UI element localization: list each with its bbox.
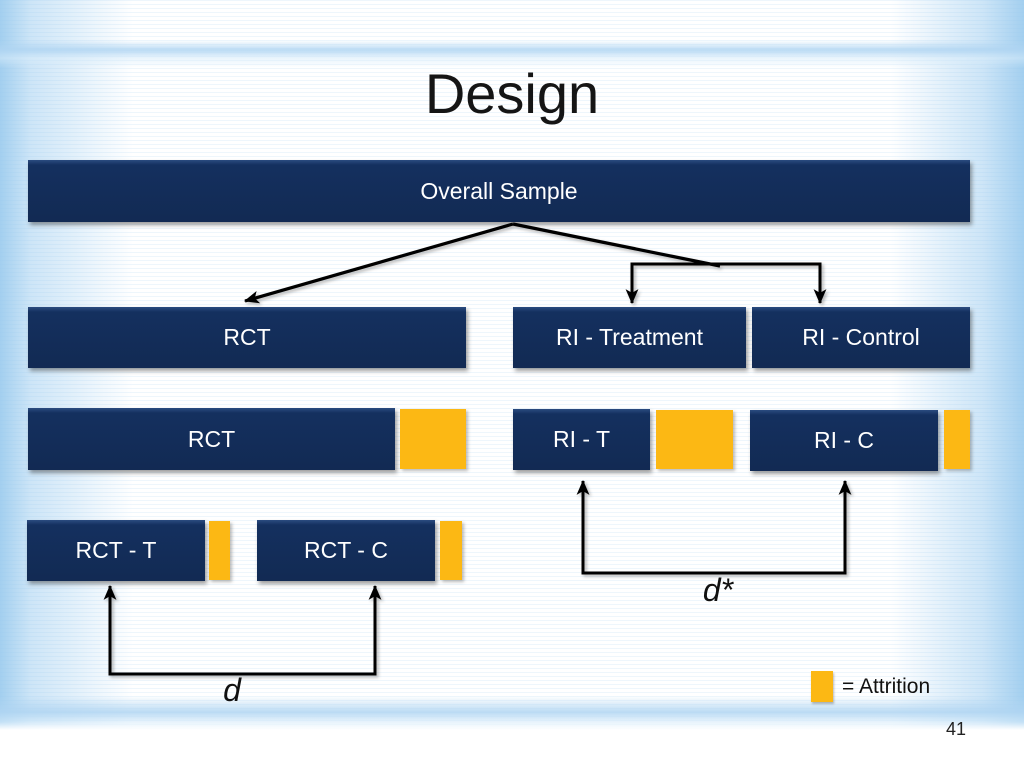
box-ri-c: RI - C — [750, 410, 938, 471]
legend-label: = Attrition — [842, 674, 931, 698]
box-ri-control: RI - Control — [752, 307, 970, 368]
attrition-block-rct — [400, 409, 466, 469]
arrow-overall-to-rct — [243, 222, 514, 304]
box-rct-t-label: RCT - T — [75, 537, 157, 563]
connector-overall-to-ri — [512, 222, 721, 268]
box-ri-treatment-label: RI - Treatment — [556, 324, 703, 350]
box-ri-c-label: RI - C — [813, 427, 875, 453]
arrow-bracket-ri — [625, 262, 827, 305]
label-d: d — [223, 672, 241, 708]
attrition-swatch — [811, 671, 833, 702]
box-ri-treatment: RI - Treatment — [513, 307, 746, 368]
page-number: 41 — [945, 719, 967, 739]
attrition-block-rct-t — [209, 521, 230, 580]
label-d-star: d* — [702, 572, 734, 608]
slide-title: Design — [424, 62, 600, 125]
box-rct-label: RCT — [223, 324, 271, 350]
box-rct-t: RCT - T — [27, 520, 205, 581]
attrition-block-ri-t — [656, 410, 733, 469]
box-rct: RCT — [28, 307, 466, 368]
box-rct-c: RCT - C — [257, 520, 435, 581]
box-overall-sample: Overall Sample — [28, 160, 970, 222]
box-ri-t-label: RI - T — [552, 426, 611, 452]
attrition-block-ri-c — [944, 410, 970, 469]
arrow-bracket-d — [103, 584, 382, 676]
box-overall-sample-label: Overall Sample — [420, 177, 578, 204]
box-rct-attrited: RCT — [28, 408, 395, 470]
box-rct-c-label: RCT - C — [304, 537, 388, 563]
box-ri-control-label: RI - Control — [802, 324, 920, 350]
legend: = Attrition — [811, 671, 930, 702]
attrition-block-rct-c — [440, 521, 462, 580]
arrow-bracket-d-star — [576, 479, 852, 575]
box-ri-t: RI - T — [513, 409, 650, 470]
box-rct-attrited-label: RCT — [187, 425, 236, 452]
